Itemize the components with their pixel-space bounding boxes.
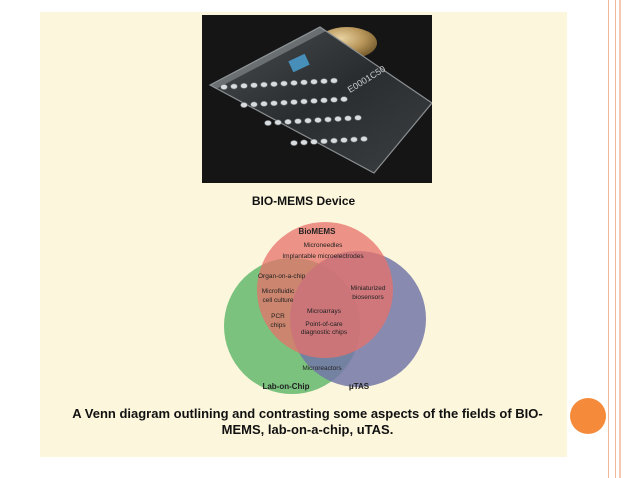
item-implantable-microelectrodes: Implantable microelectrodes	[282, 253, 364, 260]
item-miniaturized-line2: biosensors	[352, 294, 384, 301]
decorative-rule	[608, 0, 609, 478]
chip-port-hole	[334, 116, 342, 122]
item-pcr-line1: PCR	[271, 313, 285, 320]
chip-port-hole	[300, 98, 308, 105]
chip-port-hole	[310, 98, 318, 104]
chip-port-hole	[290, 80, 298, 86]
chip-port-hole	[270, 81, 278, 87]
decorative-rule	[619, 0, 621, 478]
biomems-circle	[257, 222, 393, 358]
chip-port-hole	[290, 140, 298, 146]
item-miniaturized-line1: Miniaturized	[350, 285, 385, 292]
utas-label: μTAS	[349, 382, 370, 391]
chip-port-hole	[240, 102, 248, 108]
chip-ports	[220, 77, 368, 146]
chip-port-hole	[290, 99, 298, 105]
chip-port-hole	[340, 96, 348, 103]
chip-port-hole	[324, 116, 332, 123]
chip-port-hole	[320, 138, 328, 145]
chip-port-hole	[300, 79, 308, 86]
chip-port-hole	[340, 137, 348, 143]
chip-port-hole	[260, 100, 268, 107]
item-microfluidic-line2: cell culture	[262, 297, 293, 304]
chip-port-hole	[280, 80, 288, 87]
chip-port-hole	[300, 139, 308, 146]
lab-on-chip-label: Lab-on-Chip	[262, 382, 309, 391]
item-point-of-care-line2: diagnostic chips	[301, 329, 348, 336]
venn-diagram: BioMEMS Microneedles Implantable microel…	[224, 222, 426, 394]
chip-port-hole	[314, 117, 322, 123]
chip-port-hole	[360, 136, 368, 142]
photo-caption: BIO-MEMS Device	[251, 194, 356, 208]
chip-port-hole	[310, 138, 318, 145]
chip-port-hole	[250, 82, 258, 89]
chip-port-hole	[304, 117, 312, 124]
chip-port-hole	[284, 118, 292, 125]
chip-port-hole	[330, 96, 338, 103]
item-pcr-line2: chips	[270, 322, 286, 329]
figure-caption: A Venn diagram outlining and contrasting…	[72, 406, 543, 437]
chip-port-hole	[320, 78, 328, 85]
decorative-rule	[615, 0, 616, 478]
item-microreactors: Microreactors	[302, 365, 342, 372]
microchannel-region	[288, 53, 310, 73]
chip-port-hole	[330, 137, 338, 144]
biomems-label: BioMEMS	[299, 227, 337, 236]
chip-port-hole	[350, 136, 358, 143]
chip-port-hole	[230, 83, 238, 90]
chip-port-hole	[270, 100, 278, 107]
chip-port-hole	[240, 82, 248, 89]
chip-port-hole	[264, 120, 272, 126]
accent-circle	[570, 398, 606, 434]
chip-port-hole	[330, 77, 338, 84]
chip-port-hole	[344, 115, 352, 122]
item-point-of-care-line1: Point-of-care	[305, 321, 343, 328]
chip-port-hole	[310, 78, 318, 85]
chip-port-hole	[280, 99, 288, 106]
chip-port-hole	[320, 97, 328, 104]
chip-port-hole	[294, 118, 302, 125]
item-microneedles: Microneedles	[304, 242, 343, 249]
chip-port-hole	[274, 119, 282, 126]
chip-port-hole	[250, 101, 258, 108]
chip-port-hole	[260, 81, 268, 88]
chip-port-hole	[220, 84, 228, 90]
item-organ-on-a-chip: Organ-on-a-chip	[258, 273, 306, 280]
item-microfluidic-line1: Microfluidic	[262, 288, 295, 295]
item-microarrays: Microarrays	[307, 308, 342, 315]
chip-port-hole	[354, 114, 362, 121]
biomems-device-photo: E0001C50	[202, 15, 432, 183]
